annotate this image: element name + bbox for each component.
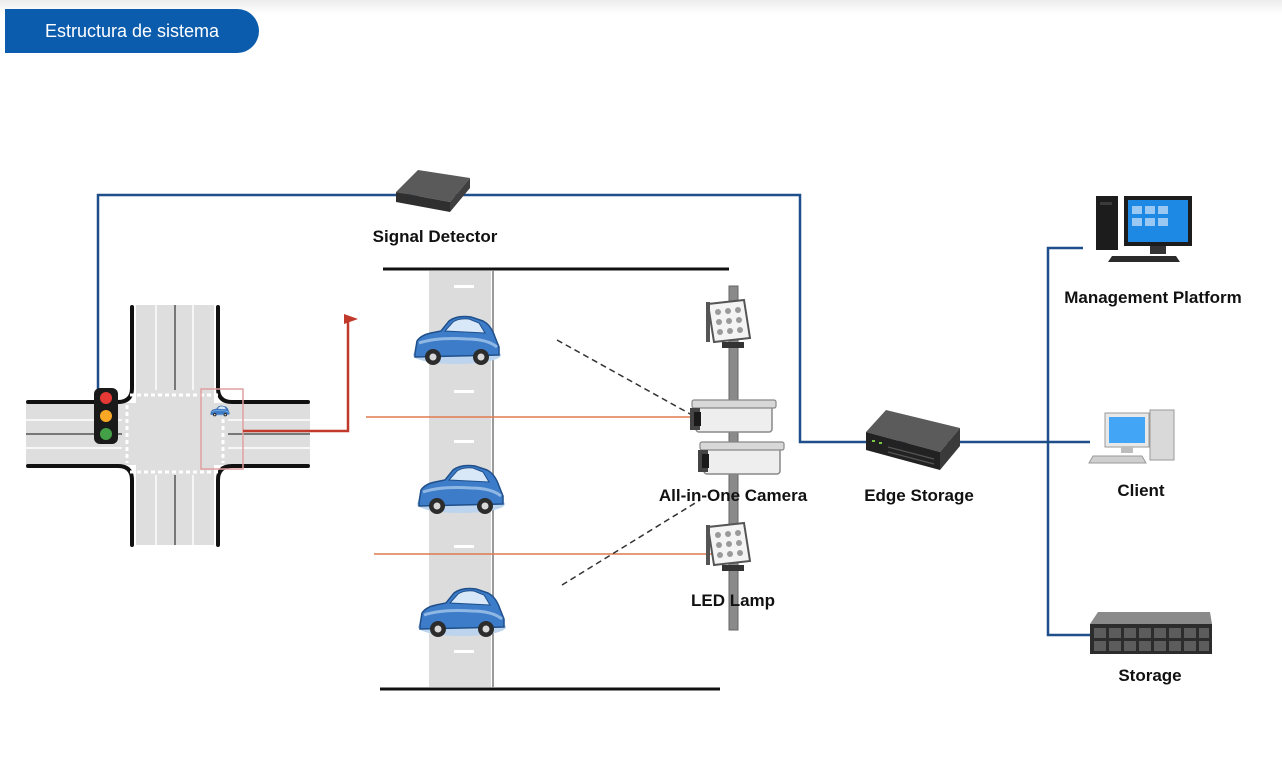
client-label: Client bbox=[1117, 481, 1165, 500]
led-lamp-label: LED Lamp bbox=[691, 591, 775, 610]
led-lamp-icon bbox=[705, 522, 751, 572]
camera-view-lines bbox=[556, 339, 701, 586]
management-platform-icon bbox=[1096, 196, 1192, 262]
camera-label: All-in-One Camera bbox=[659, 486, 808, 505]
management-platform-label: Management Platform bbox=[1064, 288, 1242, 307]
trigger-signal-line bbox=[243, 314, 358, 433]
edge-storage-label: Edge Storage bbox=[864, 486, 974, 505]
signal-detector-icon bbox=[396, 170, 470, 212]
edge-storage-icon bbox=[866, 410, 960, 470]
storage-label: Storage bbox=[1118, 666, 1181, 685]
led-lamp-icon bbox=[705, 299, 751, 349]
laser-trigger-lines bbox=[366, 416, 712, 555]
top-fade bbox=[0, 0, 1282, 14]
traffic-light-icon bbox=[94, 388, 118, 444]
intersection bbox=[26, 305, 310, 547]
section-title-tab[interactable]: Estructura de sistema bbox=[5, 9, 259, 53]
car-icon bbox=[411, 315, 503, 367]
client-icon bbox=[1088, 409, 1175, 464]
signal-detector-label: Signal Detector bbox=[373, 227, 498, 246]
storage-icon bbox=[1090, 612, 1212, 654]
